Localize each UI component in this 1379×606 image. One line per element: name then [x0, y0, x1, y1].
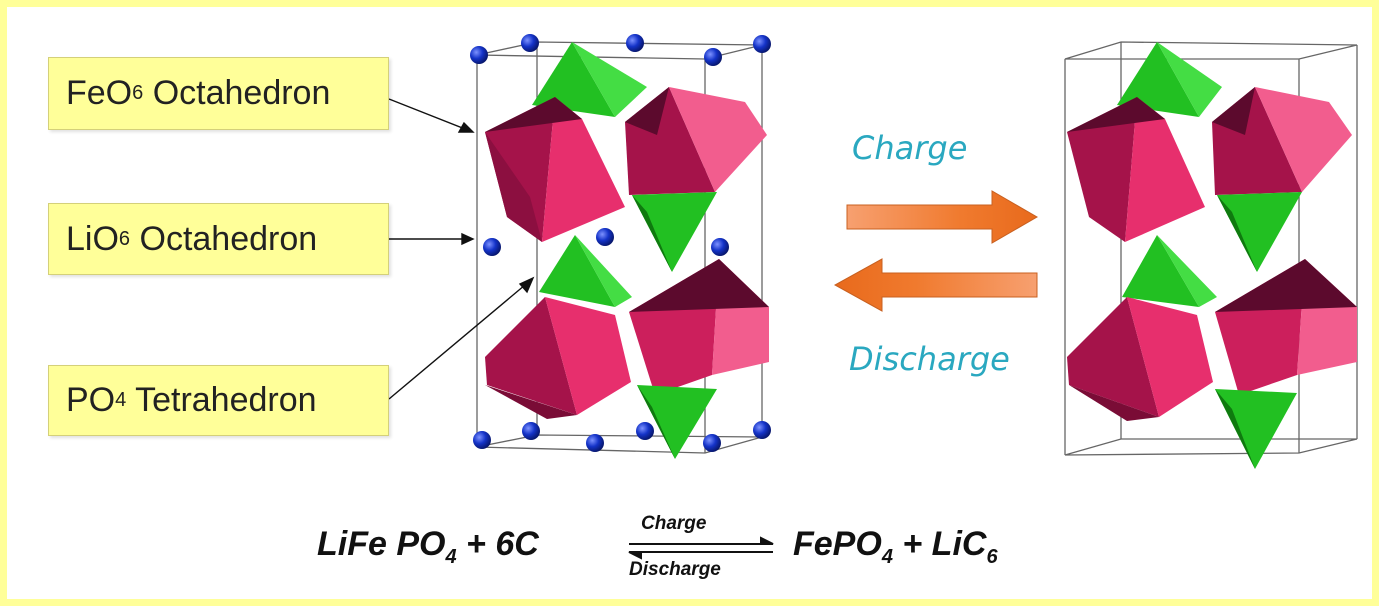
label-pointers: [388, 98, 535, 400]
octahedron-right-3: [1067, 297, 1213, 421]
tetrahedron-mid-right: [1217, 192, 1302, 272]
label-feo6-subscript: 6: [132, 82, 144, 104]
equation-right: FePO4 + LiC6: [793, 525, 998, 569]
li-atom: [753, 35, 771, 53]
label-lio6-subscript: 6: [118, 227, 131, 250]
li-atom: [586, 434, 604, 452]
octahedron-right-1: [1067, 97, 1205, 242]
li-atom: [470, 46, 488, 64]
label-po4-text: PO: [66, 381, 116, 419]
label-lio6-text: LiO: [66, 219, 119, 258]
li-atom: [626, 34, 644, 52]
octahedron-right-4: [1215, 259, 1357, 395]
li-atom: [596, 228, 614, 246]
octahedron-right-2: [1212, 87, 1352, 195]
equation-product-2: + LiC: [892, 525, 987, 563]
equation-product-1: FePO: [793, 525, 882, 563]
tetrahedron-mid-left: [632, 192, 717, 272]
li-atom: [703, 434, 721, 452]
li-atom: [483, 238, 501, 256]
equation-left: LiFe PO4 + 6C: [317, 525, 539, 569]
tetrahedron-bottom-left: [637, 385, 717, 459]
octahedron-feo6-1: [485, 97, 625, 242]
octahedron-lio6-1: [485, 297, 631, 419]
li-atom: [704, 48, 722, 66]
charge-label: Charge: [852, 129, 968, 167]
octahedron-feo6-2: [625, 87, 767, 195]
tetrahedron-bottom-right: [1215, 389, 1297, 469]
equation-reactant-1: LiFe PO: [317, 525, 446, 563]
tetrahedron-center-left: [539, 235, 632, 307]
label-feo6-suffix: Octahedron: [143, 74, 331, 112]
label-po4-subscript: 4: [115, 389, 127, 411]
lifepo4-structure: [470, 34, 771, 459]
li-atom: [473, 431, 491, 449]
li-atom: [753, 421, 771, 439]
equation-charge-label: Charge: [641, 513, 707, 534]
octahedron-lio6-2: [629, 259, 769, 395]
label-lio6-suffix: Octahedron: [130, 219, 318, 258]
structure-graphic: [388, 34, 1358, 560]
li-atom: [711, 238, 729, 256]
equation-reactant-2: + 6C: [456, 525, 539, 563]
li-atom: [636, 422, 654, 440]
equation-product-2-subscript: 6: [986, 545, 998, 568]
equation-arrows: [628, 536, 774, 560]
lithium-atoms: [470, 34, 771, 452]
charge-arrow: [846, 190, 1038, 244]
equation-product-1-subscript: 4: [881, 545, 893, 568]
fepo4-structure: [1064, 41, 1358, 469]
tetrahedron-center-right: [1122, 235, 1217, 307]
equation-reactant-1-subscript: 4: [445, 545, 457, 568]
label-feo6-text: FeO: [66, 74, 133, 112]
li-atom: [521, 34, 539, 52]
discharge-label: Discharge: [849, 340, 1010, 378]
label-po4-suffix: Tetrahedron: [126, 381, 317, 419]
li-atom: [522, 422, 540, 440]
discharge-arrow: [833, 258, 1038, 312]
equation-discharge-label: Discharge: [629, 559, 721, 580]
